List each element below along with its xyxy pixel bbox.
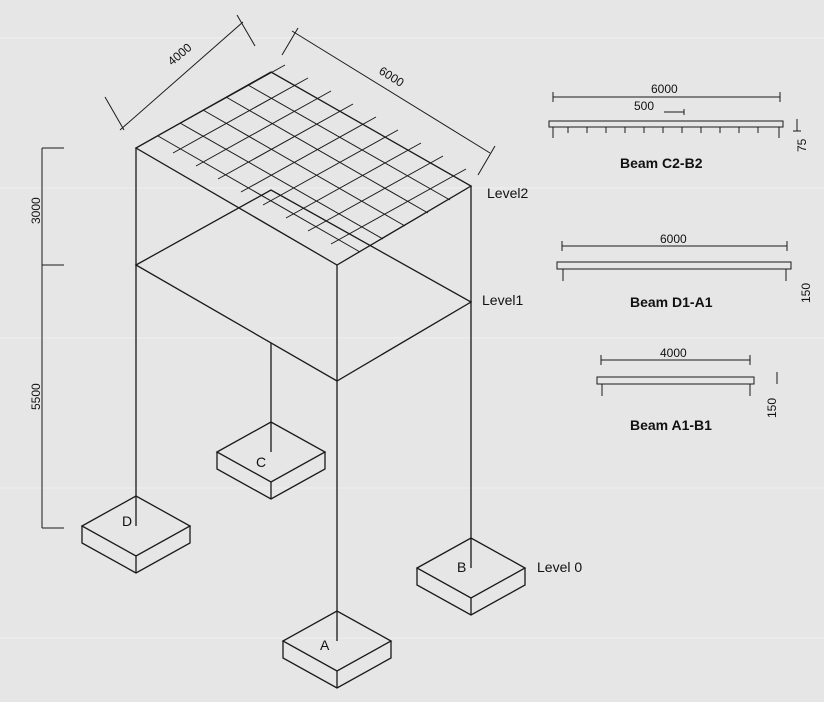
footing-a: A bbox=[281, 610, 393, 689]
beam-c2-b2-detail: 6000 500 75 Beam C2-B2 bbox=[548, 82, 809, 171]
beam-a1-b1-title: Beam A1-B1 bbox=[630, 417, 712, 433]
footing-d: D bbox=[80, 495, 192, 574]
footing-d-label: D bbox=[122, 513, 132, 529]
dimension-vertical: 3000 5500 bbox=[29, 147, 64, 529]
frame-level1 bbox=[134, 189, 473, 382]
dimension-3000-label: 3000 bbox=[29, 197, 43, 224]
background-grid bbox=[0, 37, 824, 639]
beam-c2-b2-depth: 75 bbox=[795, 138, 809, 152]
footing-c-label: C bbox=[256, 454, 266, 470]
roof-level2 bbox=[134, 64, 473, 266]
dimension-4000-label: 4000 bbox=[165, 40, 195, 68]
beam-a1-b1-span: 4000 bbox=[660, 346, 687, 360]
columns bbox=[135, 265, 472, 641]
beam-a1-b1-detail: 4000 150 Beam A1-B1 bbox=[596, 346, 779, 433]
footing-c: C bbox=[215, 421, 327, 500]
dimension-6000-top: 6000 bbox=[281, 27, 496, 176]
level1-label: Level1 bbox=[482, 292, 523, 308]
beam-d1-a1-span: 6000 bbox=[660, 232, 687, 246]
beam-c2-b2-title: Beam C2-B2 bbox=[620, 155, 703, 171]
footing-b-label: B bbox=[457, 559, 466, 575]
beam-c2-b2-joists bbox=[567, 127, 759, 133]
beam-a1-b1-depth: 150 bbox=[765, 398, 779, 418]
dimension-5500-label: 5500 bbox=[29, 383, 43, 410]
upper-columns bbox=[135, 148, 472, 381]
beam-d1-a1-detail: 6000 150 Beam D1-A1 bbox=[556, 232, 813, 310]
beam-d1-a1-title: Beam D1-A1 bbox=[630, 294, 713, 310]
footing-a-label: A bbox=[320, 637, 330, 653]
beam-c2-b2-spacing: 500 bbox=[634, 99, 654, 113]
level0-label: Level 0 bbox=[537, 559, 582, 575]
dimension-4000: 4000 bbox=[104, 14, 256, 131]
footing-b: B bbox=[415, 537, 527, 616]
roof-purlins bbox=[149, 64, 467, 253]
beam-c2-b2-span: 6000 bbox=[651, 82, 678, 96]
level2-label: Level2 bbox=[487, 185, 528, 201]
beam-d1-a1-depth: 150 bbox=[799, 283, 813, 303]
